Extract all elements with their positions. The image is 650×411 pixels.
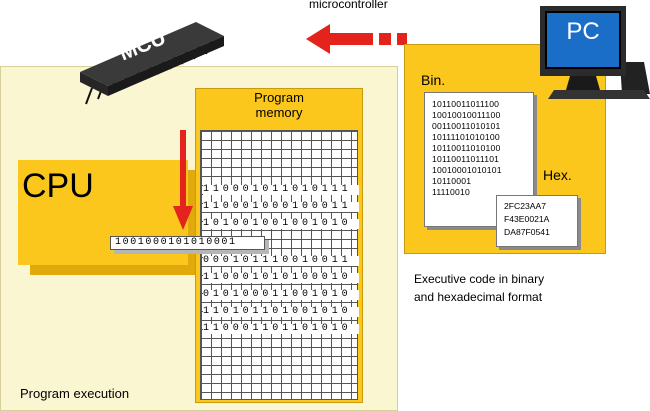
binary-line: 10110001 xyxy=(432,176,472,186)
memory-row: 000101110010011 xyxy=(203,256,359,266)
mcu-chip-icon xyxy=(80,22,224,105)
program-memory-title-line1: Program xyxy=(254,90,304,105)
binary-line: 10110011011100 xyxy=(432,99,500,109)
code-caption-line1: Executive code in binary xyxy=(414,272,545,286)
program-memory-title: Program memory xyxy=(195,90,363,120)
binary-line: 10111101010100 xyxy=(432,132,500,142)
memory-row: 101001001001010 xyxy=(203,219,359,229)
program-memory-title-line2: memory xyxy=(255,105,303,120)
cpu-label: CPU xyxy=(22,167,94,205)
code-caption-line2: and hexadecimal format xyxy=(414,290,543,304)
program-execution-caption: Program execution xyxy=(20,386,130,401)
binary-label: Bin. xyxy=(421,72,446,88)
binary-line: 10110011011101 xyxy=(432,154,500,164)
hex-line: F43E0021A xyxy=(504,214,550,224)
binary-line: 00110011010101 xyxy=(432,121,501,131)
binary-line: 10010001010101 xyxy=(432,165,502,175)
binary-line: 10110011010100 xyxy=(432,143,501,153)
hex-line: 2FC23AA7 xyxy=(504,201,547,211)
fetch-arrow-icon xyxy=(173,130,193,230)
instruction-bus: 1001000101010001 xyxy=(110,236,265,250)
binary-line: 11110010 xyxy=(432,187,470,197)
pc-label: PC xyxy=(566,18,600,45)
memory-row: 110001101101010 xyxy=(203,324,359,334)
hex-code-sheet xyxy=(496,195,578,247)
microcontroller-label: microcontroller xyxy=(309,0,388,11)
memory-row: 110001000100011 xyxy=(203,202,359,212)
binary-line: 10010010011100 xyxy=(432,110,501,120)
hex-line: DA87F0541 xyxy=(504,227,550,237)
pc-computer-icon xyxy=(540,6,650,99)
hex-label: Hex. xyxy=(543,167,572,183)
memory-row: 010100011001010 xyxy=(203,290,359,300)
transfer-arrow-icon xyxy=(306,24,407,54)
memory-row: 110001010100010 xyxy=(203,273,359,283)
memory-row: 110101101001010 xyxy=(203,307,359,317)
memory-row: 110001011010111 xyxy=(203,185,359,195)
